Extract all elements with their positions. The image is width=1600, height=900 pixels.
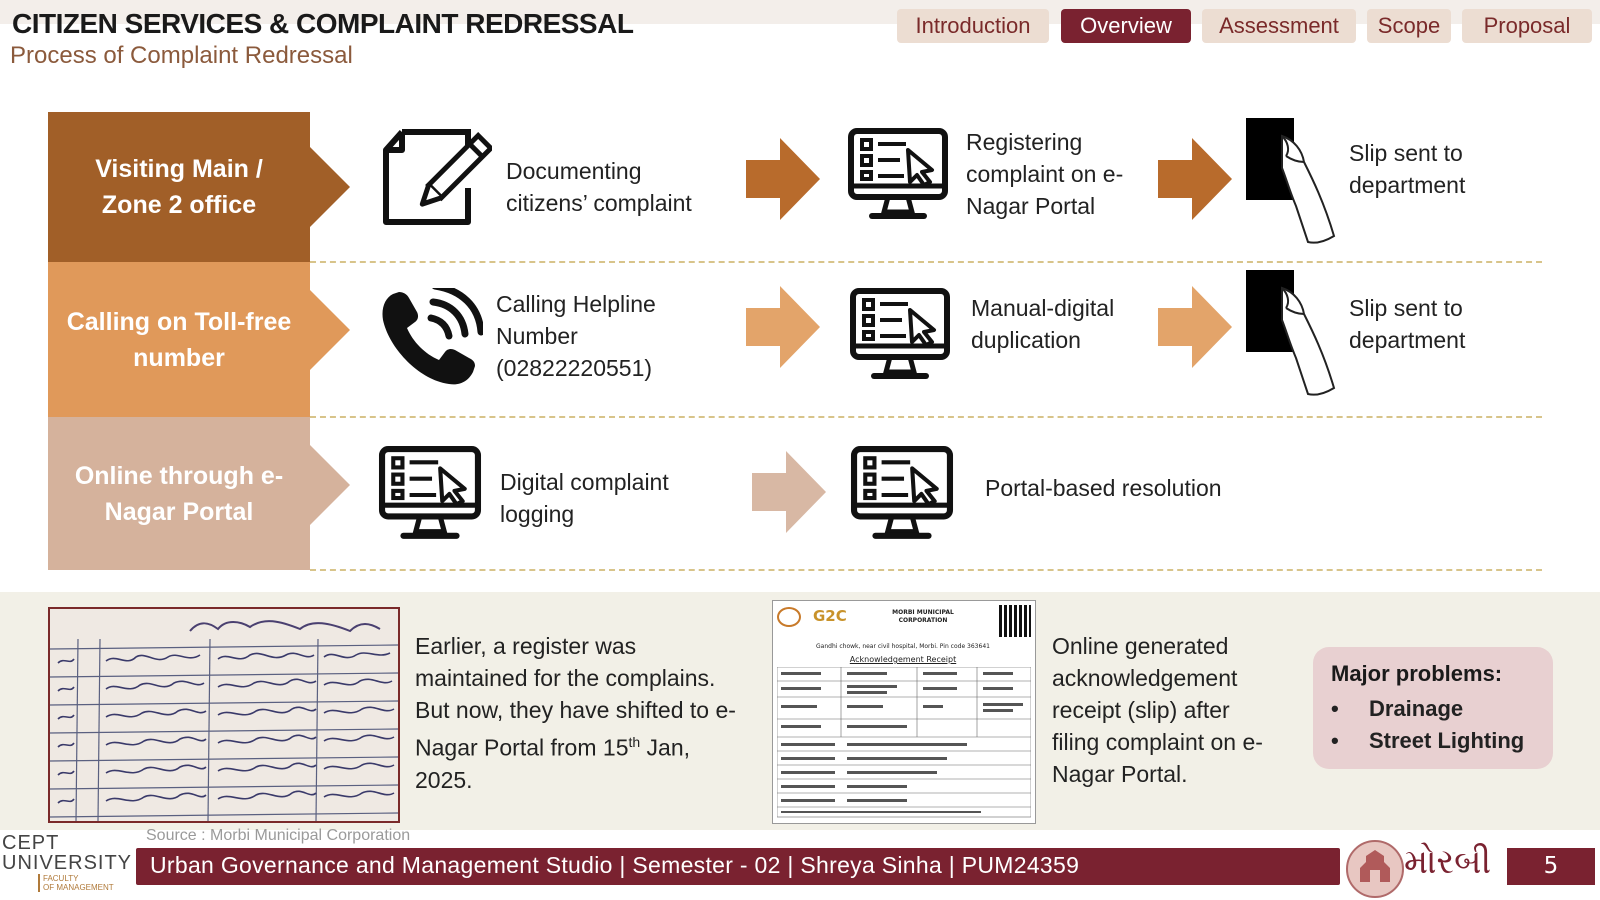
problems-heading: Major problems: [1331, 661, 1503, 686]
problem-item: •Drainage [1331, 693, 1463, 725]
step-text: Manual-digital duplication [971, 295, 1115, 353]
morbi-emblem-icon [1346, 840, 1404, 898]
receipt-heading: Acknowledgement Receipt [849, 655, 957, 664]
arrow-right-icon [1158, 138, 1232, 220]
source-note: Source : Morbi Municipal Corporation [146, 827, 411, 844]
phone-icon [379, 282, 485, 392]
page-subtitle: Process of Complaint Redressal [10, 42, 353, 69]
bullet-icon: • [1331, 696, 1339, 721]
category-toll-free: Calling on Toll-free number [48, 262, 310, 417]
hand-holding-slip-icon [1246, 268, 1336, 404]
computer-checklist-icon [850, 288, 950, 390]
acknowledgement-receipt-image: G2C MORBI MUNICIPAL CORPORATION Gandhi c… [772, 600, 1036, 824]
receipt-address: Gandhi chowk, near civil hospital, Morbi… [816, 643, 990, 650]
category-notch [310, 147, 350, 227]
category-visiting-office: Visiting Main / Zone 2 office [48, 112, 310, 262]
tab-assessment[interactable]: Assessment [1202, 9, 1356, 43]
cept-university-logo: CEPT UNIVERSITY FACULTY OF MANAGEMENT [2, 832, 133, 892]
tab-introduction[interactable]: Introduction [897, 9, 1049, 43]
category-online-portal: Online through e-Nagar Portal [48, 417, 310, 570]
document-pencil-icon [382, 128, 495, 232]
arrow-right-icon [746, 138, 820, 220]
tab-overview[interactable]: Overview [1061, 9, 1191, 43]
computer-checklist-icon [848, 128, 948, 230]
major-problems-box: Major problems: •Drainage •Street Lighti… [1313, 647, 1553, 769]
computer-checklist-icon [378, 446, 482, 550]
hand-holding-slip-icon [1246, 116, 1336, 252]
bullet-icon: • [1331, 728, 1339, 753]
receipt-description: Online generated acknowledgement receipt… [1052, 633, 1263, 787]
arrow-right-icon [752, 451, 826, 533]
page-number: 5 [1507, 848, 1595, 885]
step-text: Portal-based resolution [985, 475, 1222, 501]
receipt-brand: G2C [813, 607, 847, 625]
step-text: Documenting citizens’ complaint [506, 158, 692, 216]
receipt-table [777, 667, 1031, 818]
footer-credits: Urban Governance and Management Studio |… [150, 852, 1080, 878]
step-text: Calling Helpline Number (02822220551) [496, 291, 656, 381]
morbi-wordmark: મોરબી [1404, 842, 1492, 882]
qr-code-icon [999, 605, 1031, 637]
row-divider [310, 416, 1542, 418]
arrow-right-icon [746, 286, 820, 368]
register-description: Earlier, a register was maintained for t… [415, 633, 736, 793]
step-text: Digital complaint logging [500, 469, 669, 527]
arrow-right-icon [1158, 286, 1232, 368]
row-divider [310, 261, 1542, 263]
problem-item: •Street Lighting [1331, 725, 1524, 757]
emblem-icon [777, 607, 801, 627]
row-divider [310, 569, 1542, 571]
step-text: Registering complaint on e-Nagar Portal [966, 129, 1124, 219]
tab-proposal[interactable]: Proposal [1462, 9, 1592, 43]
step-text: Slip sent to department [1349, 295, 1466, 353]
page-title: CITIZEN SERVICES & COMPLAINT REDRESSAL [12, 8, 634, 39]
register-photo [48, 607, 400, 823]
footer-bar [136, 848, 1340, 885]
computer-checklist-icon [850, 446, 954, 550]
step-text: Slip sent to department [1349, 140, 1466, 198]
category-notch [310, 290, 350, 370]
receipt-org: MORBI MUNICIPAL CORPORATION [892, 609, 954, 624]
category-notch [310, 445, 350, 525]
tab-scope[interactable]: Scope [1367, 9, 1451, 43]
